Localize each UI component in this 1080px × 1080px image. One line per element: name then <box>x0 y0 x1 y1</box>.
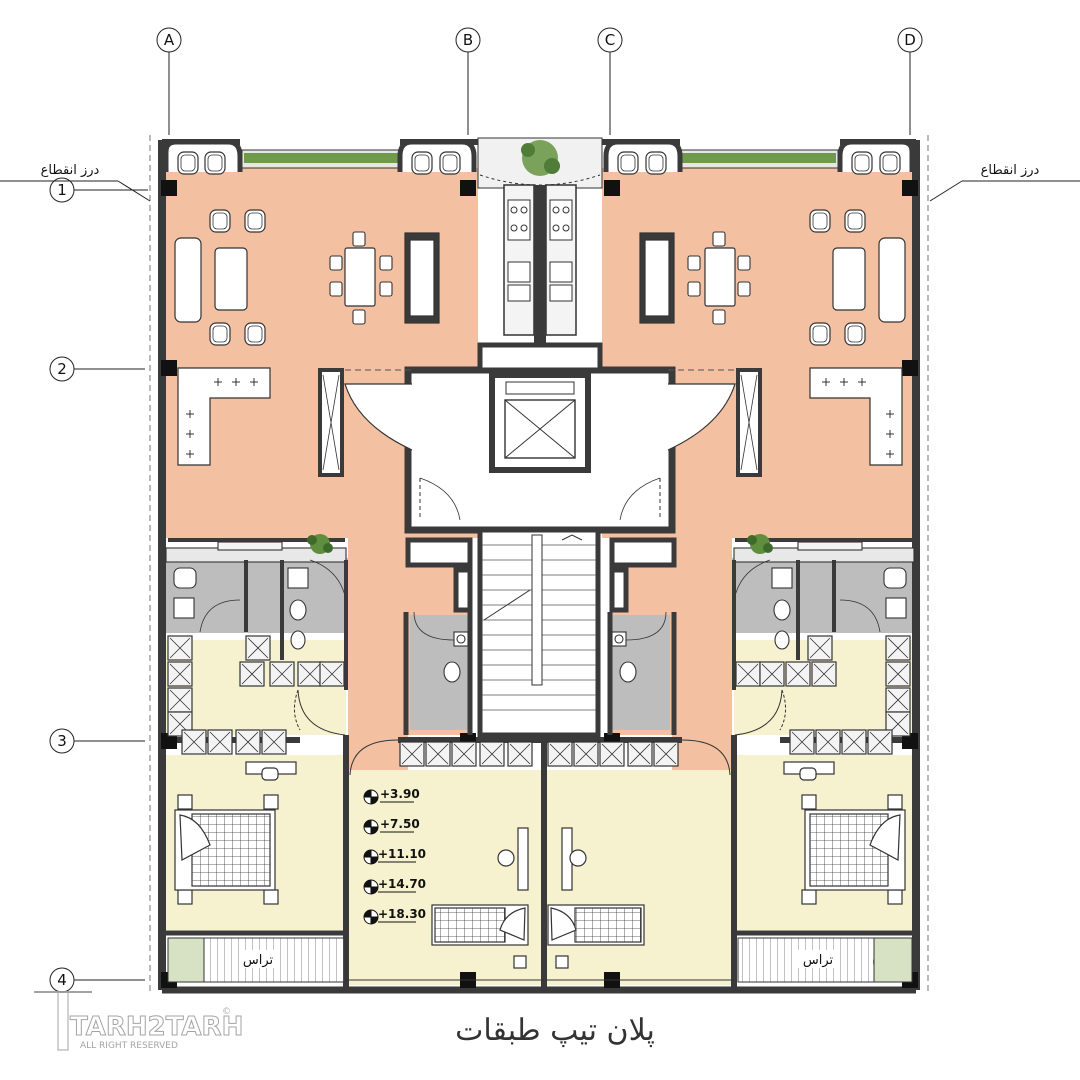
core-walls <box>403 537 677 735</box>
grid-axes <box>74 52 911 981</box>
svg-text:D: D <box>904 31 916 49</box>
section-cut-right: درز انقطاع <box>929 163 1080 202</box>
svg-text:+11.10: +11.10 <box>378 847 426 861</box>
bedroom-left <box>174 761 297 905</box>
axis-bubble-b: B <box>455 27 481 53</box>
section-cut-left: درز انقطاع <box>0 163 151 202</box>
svg-text:درز انقطاع: درز انقطاع <box>41 163 100 178</box>
axis-bubble-2: 2 <box>49 356 75 382</box>
svg-text:2: 2 <box>57 360 67 378</box>
elevation-marker: +7.50 <box>363 817 420 835</box>
elevation-marker: +3.90 <box>363 787 420 805</box>
svg-text:TARH2TARH: TARH2TARH <box>70 1012 243 1042</box>
elevation-marker: +18.30 <box>363 907 426 925</box>
living-furniture-left <box>174 209 440 466</box>
cabinet-x <box>322 374 758 471</box>
elevation-marker: +11.10 <box>363 847 426 865</box>
elevation-markers: +3.90 +7.50 +11.10 +14.70 +18.30 <box>363 787 426 925</box>
boundary-lines <box>149 135 929 995</box>
svg-text:4: 4 <box>57 971 67 989</box>
terrace-label-right: تراس <box>803 953 834 968</box>
watermark-logo: TARH2TARH ALL RIGHT RESERVED © <box>34 991 244 1051</box>
svg-text:A: A <box>164 31 175 49</box>
svg-text:+3.90: +3.90 <box>380 787 420 801</box>
axis-bubble-d: D <box>897 27 923 53</box>
doors <box>294 689 786 776</box>
svg-text:3: 3 <box>57 732 67 750</box>
svg-text:©: © <box>222 1007 231 1017</box>
top-planters <box>241 137 839 189</box>
svg-text:+7.50: +7.50 <box>380 817 420 831</box>
core <box>344 342 736 738</box>
svg-text:C: C <box>605 31 615 49</box>
bedroom-center <box>431 827 645 969</box>
svg-text:درز انقطاع: درز انقطاع <box>981 163 1040 178</box>
svg-text:+18.30: +18.30 <box>378 907 426 921</box>
axis-bubble-4: 4 <box>49 967 75 993</box>
elevation-marker: +14.70 <box>363 877 426 895</box>
axis-bubble-1: 1 <box>49 177 75 203</box>
axis-bubble-3: 3 <box>49 728 75 754</box>
terraces: تراس تراس <box>167 937 913 983</box>
svg-text:+14.70: +14.70 <box>378 877 426 891</box>
svg-text:1: 1 <box>57 181 67 199</box>
bathrooms-right <box>732 541 915 690</box>
living-furniture-right <box>639 209 906 466</box>
svg-text:B: B <box>463 31 473 49</box>
bedroom-right <box>783 761 906 905</box>
svg-text:ALL RIGHT RESERVED: ALL RIGHT RESERVED <box>80 1041 178 1051</box>
plan-title: پلان تیپ طبقات <box>455 1013 655 1048</box>
terrace-label-left: تراس <box>243 953 274 968</box>
core-toilets <box>413 611 667 683</box>
bathrooms-left <box>165 541 348 690</box>
kitchen-counters <box>503 184 577 345</box>
axis-bubble-a: A <box>156 27 182 53</box>
axis-bubble-c: C <box>597 27 623 53</box>
